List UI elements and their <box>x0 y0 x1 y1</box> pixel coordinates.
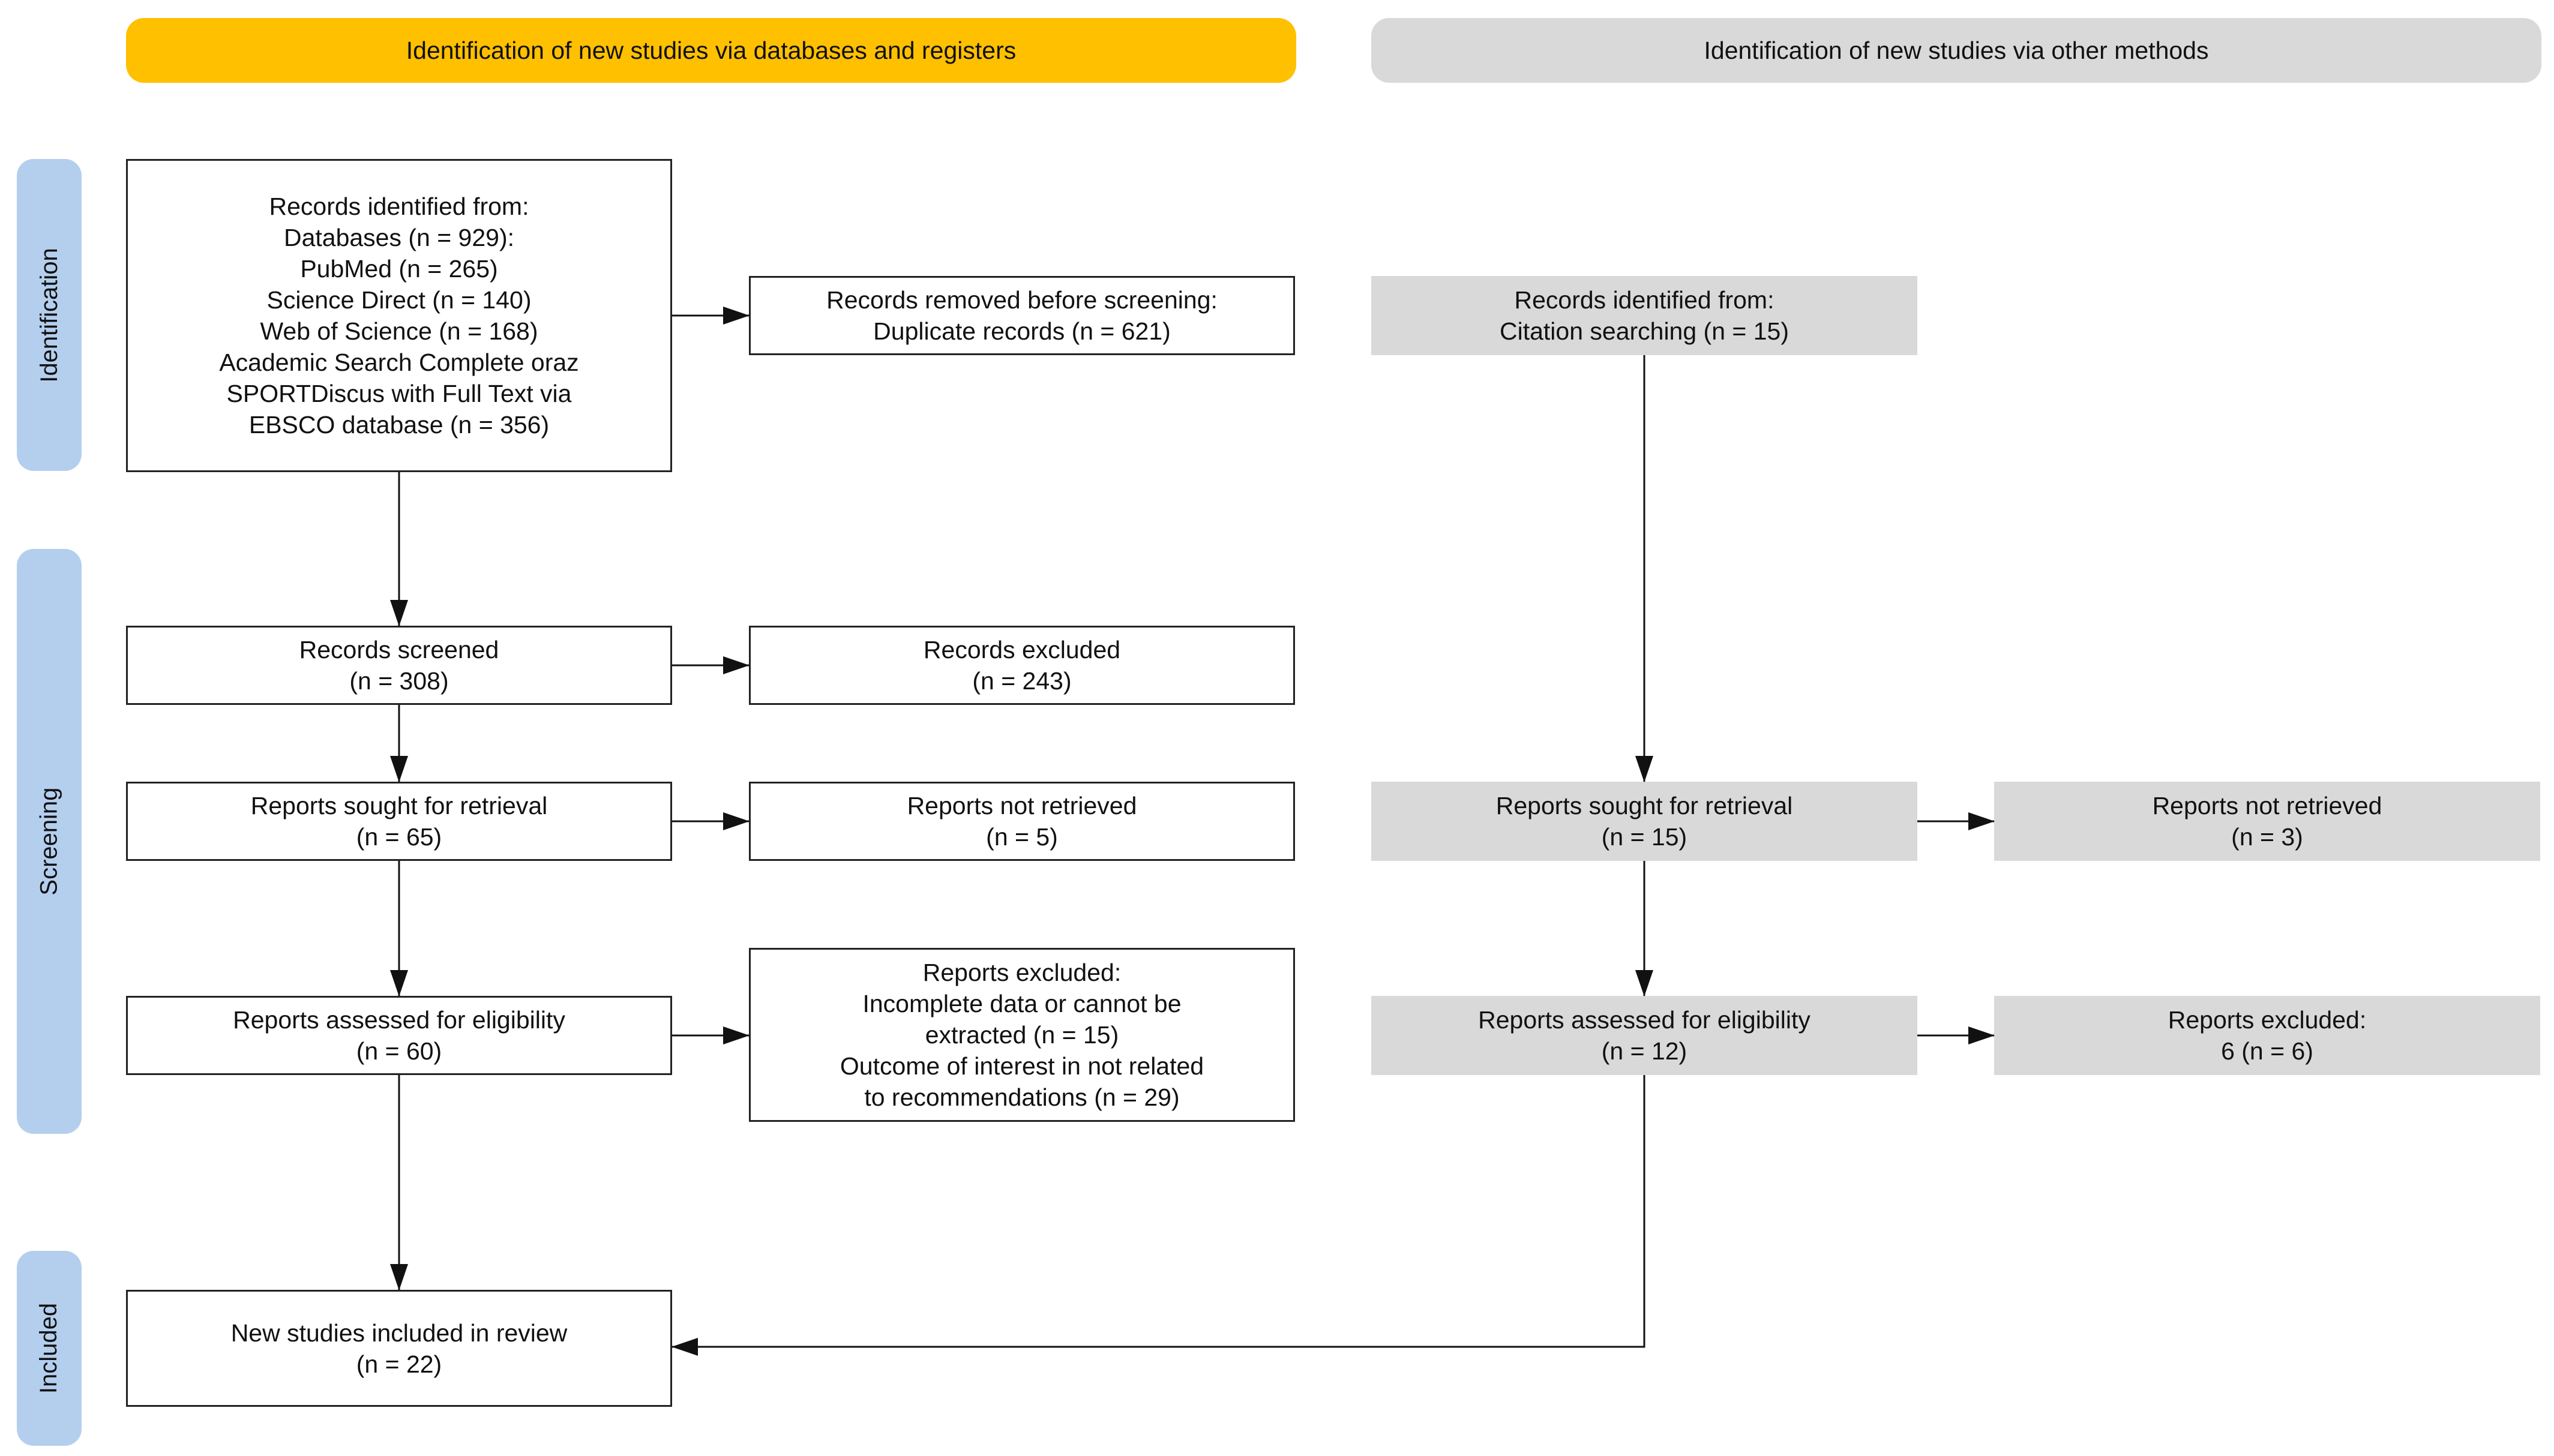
db-records-identified-line-7: EBSCO database (n = 356) <box>248 411 550 439</box>
other-reports-sought-box: Reports sought for retrieval (n = 15) <box>1371 782 1917 861</box>
db-included-line-1: (n = 22) <box>356 1350 442 1378</box>
db-reports-assessed-line-1: (n = 60) <box>356 1037 442 1065</box>
db-records-identified-line-1: Databases (n = 929): <box>283 224 515 251</box>
db-reports-excluded-line-3: Outcome of interest in not related <box>840 1052 1204 1080</box>
phase-included: Included <box>17 1251 82 1446</box>
db-reports-sought-box: Reports sought for retrieval (n = 65) <box>126 782 672 861</box>
db-records-excluded-line-1: (n = 243) <box>972 667 1072 695</box>
db-records-identified-line-5: Academic Search Complete oraz <box>219 349 579 376</box>
databases-header-label: Identification of new studies via databa… <box>406 36 1017 64</box>
other-reports-assessed-line-0: Reports assessed for eligibility <box>1478 1006 1810 1034</box>
db-reports-assessed-box: Reports assessed for eligibility (n = 60… <box>126 996 672 1075</box>
other-reports-sought-line-1: (n = 15) <box>1601 823 1687 851</box>
arrow-other-assessed-to-included <box>672 1075 1645 1356</box>
other-methods-header-label: Identification of new studies via other … <box>1704 36 2209 64</box>
db-records-identified-line-2: PubMed (n = 265) <box>300 255 498 283</box>
other-reports-excluded-line-0: Reports excluded: <box>2168 1006 2367 1034</box>
db-records-identified-line-3: Science Direct (n = 140) <box>266 286 532 314</box>
db-reports-excluded-line-4: to recommendations (n = 29) <box>864 1083 1180 1111</box>
db-reports-not-retrieved-line-0: Reports not retrieved <box>907 792 1137 819</box>
other-reports-excluded-line-1: 6 (n = 6) <box>2221 1037 2313 1065</box>
db-records-excluded-line-0: Records excluded <box>923 636 1121 664</box>
other-reports-excluded-box: Reports excluded: 6 (n = 6) <box>1994 996 2540 1075</box>
db-reports-sought-line-0: Reports sought for retrieval <box>250 792 548 819</box>
other-reports-assessed-line-1: (n = 12) <box>1601 1037 1687 1065</box>
other-records-identified-line-0: Records identified from: <box>1514 286 1774 314</box>
phase-identification: Identification <box>17 159 82 471</box>
databases-header: Identification of new studies via databa… <box>126 18 1296 83</box>
db-reports-sought-line-1: (n = 65) <box>356 823 442 851</box>
db-records-screened-line-1: (n = 308) <box>349 667 449 695</box>
db-included-line-0: New studies included in review <box>230 1319 568 1347</box>
db-records-screened-line-0: Records screened <box>299 636 499 664</box>
db-records-removed-line-0: Records removed before screening: <box>826 286 1218 314</box>
db-reports-not-retrieved-box: Reports not retrieved (n = 5) <box>749 782 1295 861</box>
db-records-identified-line-0: Records identified from: <box>269 193 529 220</box>
other-reports-not-retrieved-box: Reports not retrieved (n = 3) <box>1994 782 2540 861</box>
db-reports-excluded-line-1: Incomplete data or cannot be <box>862 990 1182 1017</box>
phase-screening: Screening <box>17 549 82 1134</box>
db-records-identified-line-6: SPORTDiscus with Full Text via <box>226 380 572 407</box>
db-reports-excluded-line-2: extracted (n = 15) <box>925 1021 1119 1049</box>
other-records-identified-box: Records identified from: Citation search… <box>1371 276 1917 355</box>
db-records-identified-line-4: Web of Science (n = 168) <box>260 317 538 345</box>
db-included-box: New studies included in review (n = 22) <box>126 1290 672 1407</box>
other-methods-header: Identification of new studies via other … <box>1371 18 2541 83</box>
db-reports-not-retrieved-line-1: (n = 5) <box>986 823 1058 851</box>
other-reports-not-retrieved-line-0: Reports not retrieved <box>2152 792 2382 819</box>
db-records-excluded-box: Records excluded (n = 243) <box>749 626 1295 705</box>
db-records-removed-box: Records removed before screening: Duplic… <box>749 276 1295 355</box>
other-reports-not-retrieved-line-1: (n = 3) <box>2231 823 2303 851</box>
db-records-removed-line-1: Duplicate records (n = 621) <box>873 317 1171 345</box>
other-reports-sought-line-0: Reports sought for retrieval <box>1495 792 1793 819</box>
other-reports-assessed-box: Reports assessed for eligibility (n = 12… <box>1371 996 1917 1075</box>
db-reports-assessed-line-0: Reports assessed for eligibility <box>233 1006 565 1034</box>
db-reports-excluded-line-0: Reports excluded: <box>922 959 1122 986</box>
db-records-identified-box: Records identified from: Databases (n = … <box>126 159 672 472</box>
other-records-identified-line-1: Citation searching (n = 15) <box>1499 317 1789 345</box>
db-records-screened-box: Records screened (n = 308) <box>126 626 672 705</box>
db-reports-excluded-box: Reports excluded: Incomplete data or can… <box>749 948 1295 1122</box>
